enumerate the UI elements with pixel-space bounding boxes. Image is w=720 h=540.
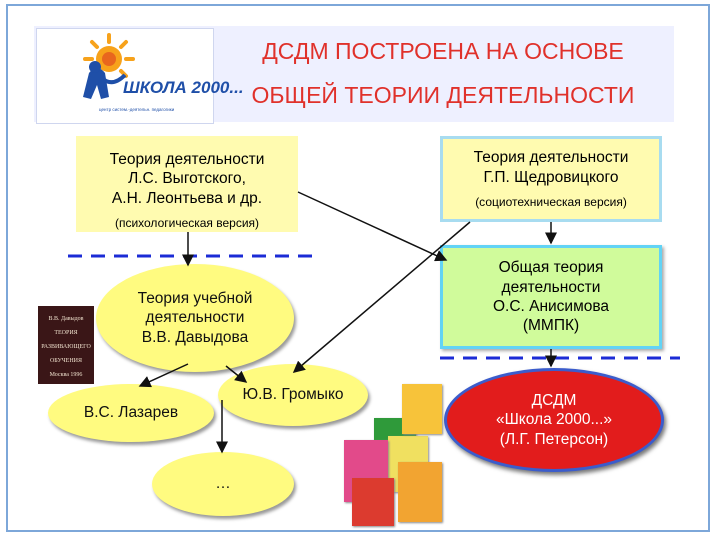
- davydov-book-title-3: ОБУЧЕНИЯ: [49, 358, 83, 364]
- davydov-book-cover: В.В. Давыдов ТЕОРИЯ РАЗВИВАЮЩЕГО ОБУЧЕНИ…: [38, 306, 94, 384]
- logo-sun-icon: ШКОЛА 2000... центр систем.-деятельн. пе…: [83, 33, 244, 112]
- box-vygotsky-theory: Теория деятельности Л.С. Выготского, А.Н…: [76, 136, 298, 232]
- box-anisimov-line-4: (ММПК): [522, 317, 580, 335]
- ellipse-dsdm-line-1: ДСДМ: [531, 391, 577, 409]
- box-shchedrovitsky-note: (социотехническая версия): [475, 194, 627, 209]
- textbook-cover-red: [352, 478, 394, 526]
- textbook-cover-orange: [398, 462, 442, 522]
- ellipse-davydov-line-3: В.В. Давыдова: [141, 328, 249, 346]
- davydov-book-title-1: ТЕОРИЯ: [54, 330, 78, 336]
- ellipse-gromyko: Ю.В. Громыко: [218, 364, 368, 426]
- box-vygotsky-line-2: Л.С. Выготского,: [128, 170, 246, 188]
- svg-text:ШКОЛА 2000...: ШКОЛА 2000...: [123, 78, 244, 97]
- ellipse-lazarev: В.С. Лазарев: [48, 384, 214, 442]
- box-vygotsky-line-3: А.Н. Леонтьева и др.: [111, 189, 263, 207]
- arrow-davydov-to-gromyko: [225, 365, 248, 383]
- davydov-book-author: В.В. Давыдов: [48, 316, 84, 322]
- arrow-shchedrovitsky-to-lazarev-area: [292, 221, 471, 373]
- ellipse-dsdm: ДСДМ «Школа 2000...» (Л.Г. Петерсон): [444, 368, 664, 472]
- svg-text:центр систем.-деятельн. педаго: центр систем.-деятельн. педагогики: [99, 107, 175, 112]
- arrow-davydov-to-lazarev: [138, 363, 189, 388]
- ellipse-ellipsis: …: [152, 452, 294, 516]
- arrow-vygotsky-to-anisimov: [297, 191, 448, 262]
- box-anisimov-line-2: деятельности: [501, 278, 601, 296]
- box-shchedrovitsky-line-2: Г.П. Щедровицкого: [483, 168, 619, 186]
- slide-frame: [6, 4, 710, 532]
- ellipse-davydov-line-2: деятельности: [145, 309, 245, 327]
- box-shchedrovitsky-theory: Теория деятельности Г.П. Щедровицкого (с…: [440, 136, 662, 222]
- box-anisimov-line-3: О.С. Анисимова: [492, 298, 610, 315]
- davydov-book-year: Москва 1996: [49, 372, 83, 378]
- box-vygotsky-note: (психологическая версия): [114, 216, 260, 231]
- dashed-separator-right: [440, 356, 680, 360]
- box-vygotsky-line-1: Теория деятельности: [109, 151, 265, 168]
- box-anisimov-theory: Общая теория деятельности О.С. Анисимова…: [440, 245, 662, 349]
- title-line-2: ОБЩЕЙ ТЕОРИИ ДЕЯТЕЛЬНОСТИ: [251, 82, 635, 108]
- ellipse-davydov-line-1: Теория учебной: [137, 289, 253, 307]
- ellipse-dsdm-line-3: (Л.Г. Петерсон): [499, 430, 609, 448]
- school-2000-logo: ШКОЛА 2000... центр систем.-деятельн. пе…: [36, 28, 244, 124]
- box-anisimov-line-1: Общая теория: [498, 259, 604, 277]
- ellipse-davydov-theory: Теория учебной деятельности В.В. Давыдов…: [96, 264, 294, 372]
- ellipse-dsdm-line-2: «Школа 2000...»: [495, 411, 613, 429]
- davydov-book-title-2: РАЗВИВАЮЩЕГО: [41, 344, 91, 350]
- title-line-1: ДСДМ ПОСТРОЕНА НА ОСНОВЕ: [262, 38, 624, 64]
- box-shchedrovitsky-line-1: Теория деятельности: [473, 149, 629, 167]
- textbook-cover-top: [402, 384, 442, 434]
